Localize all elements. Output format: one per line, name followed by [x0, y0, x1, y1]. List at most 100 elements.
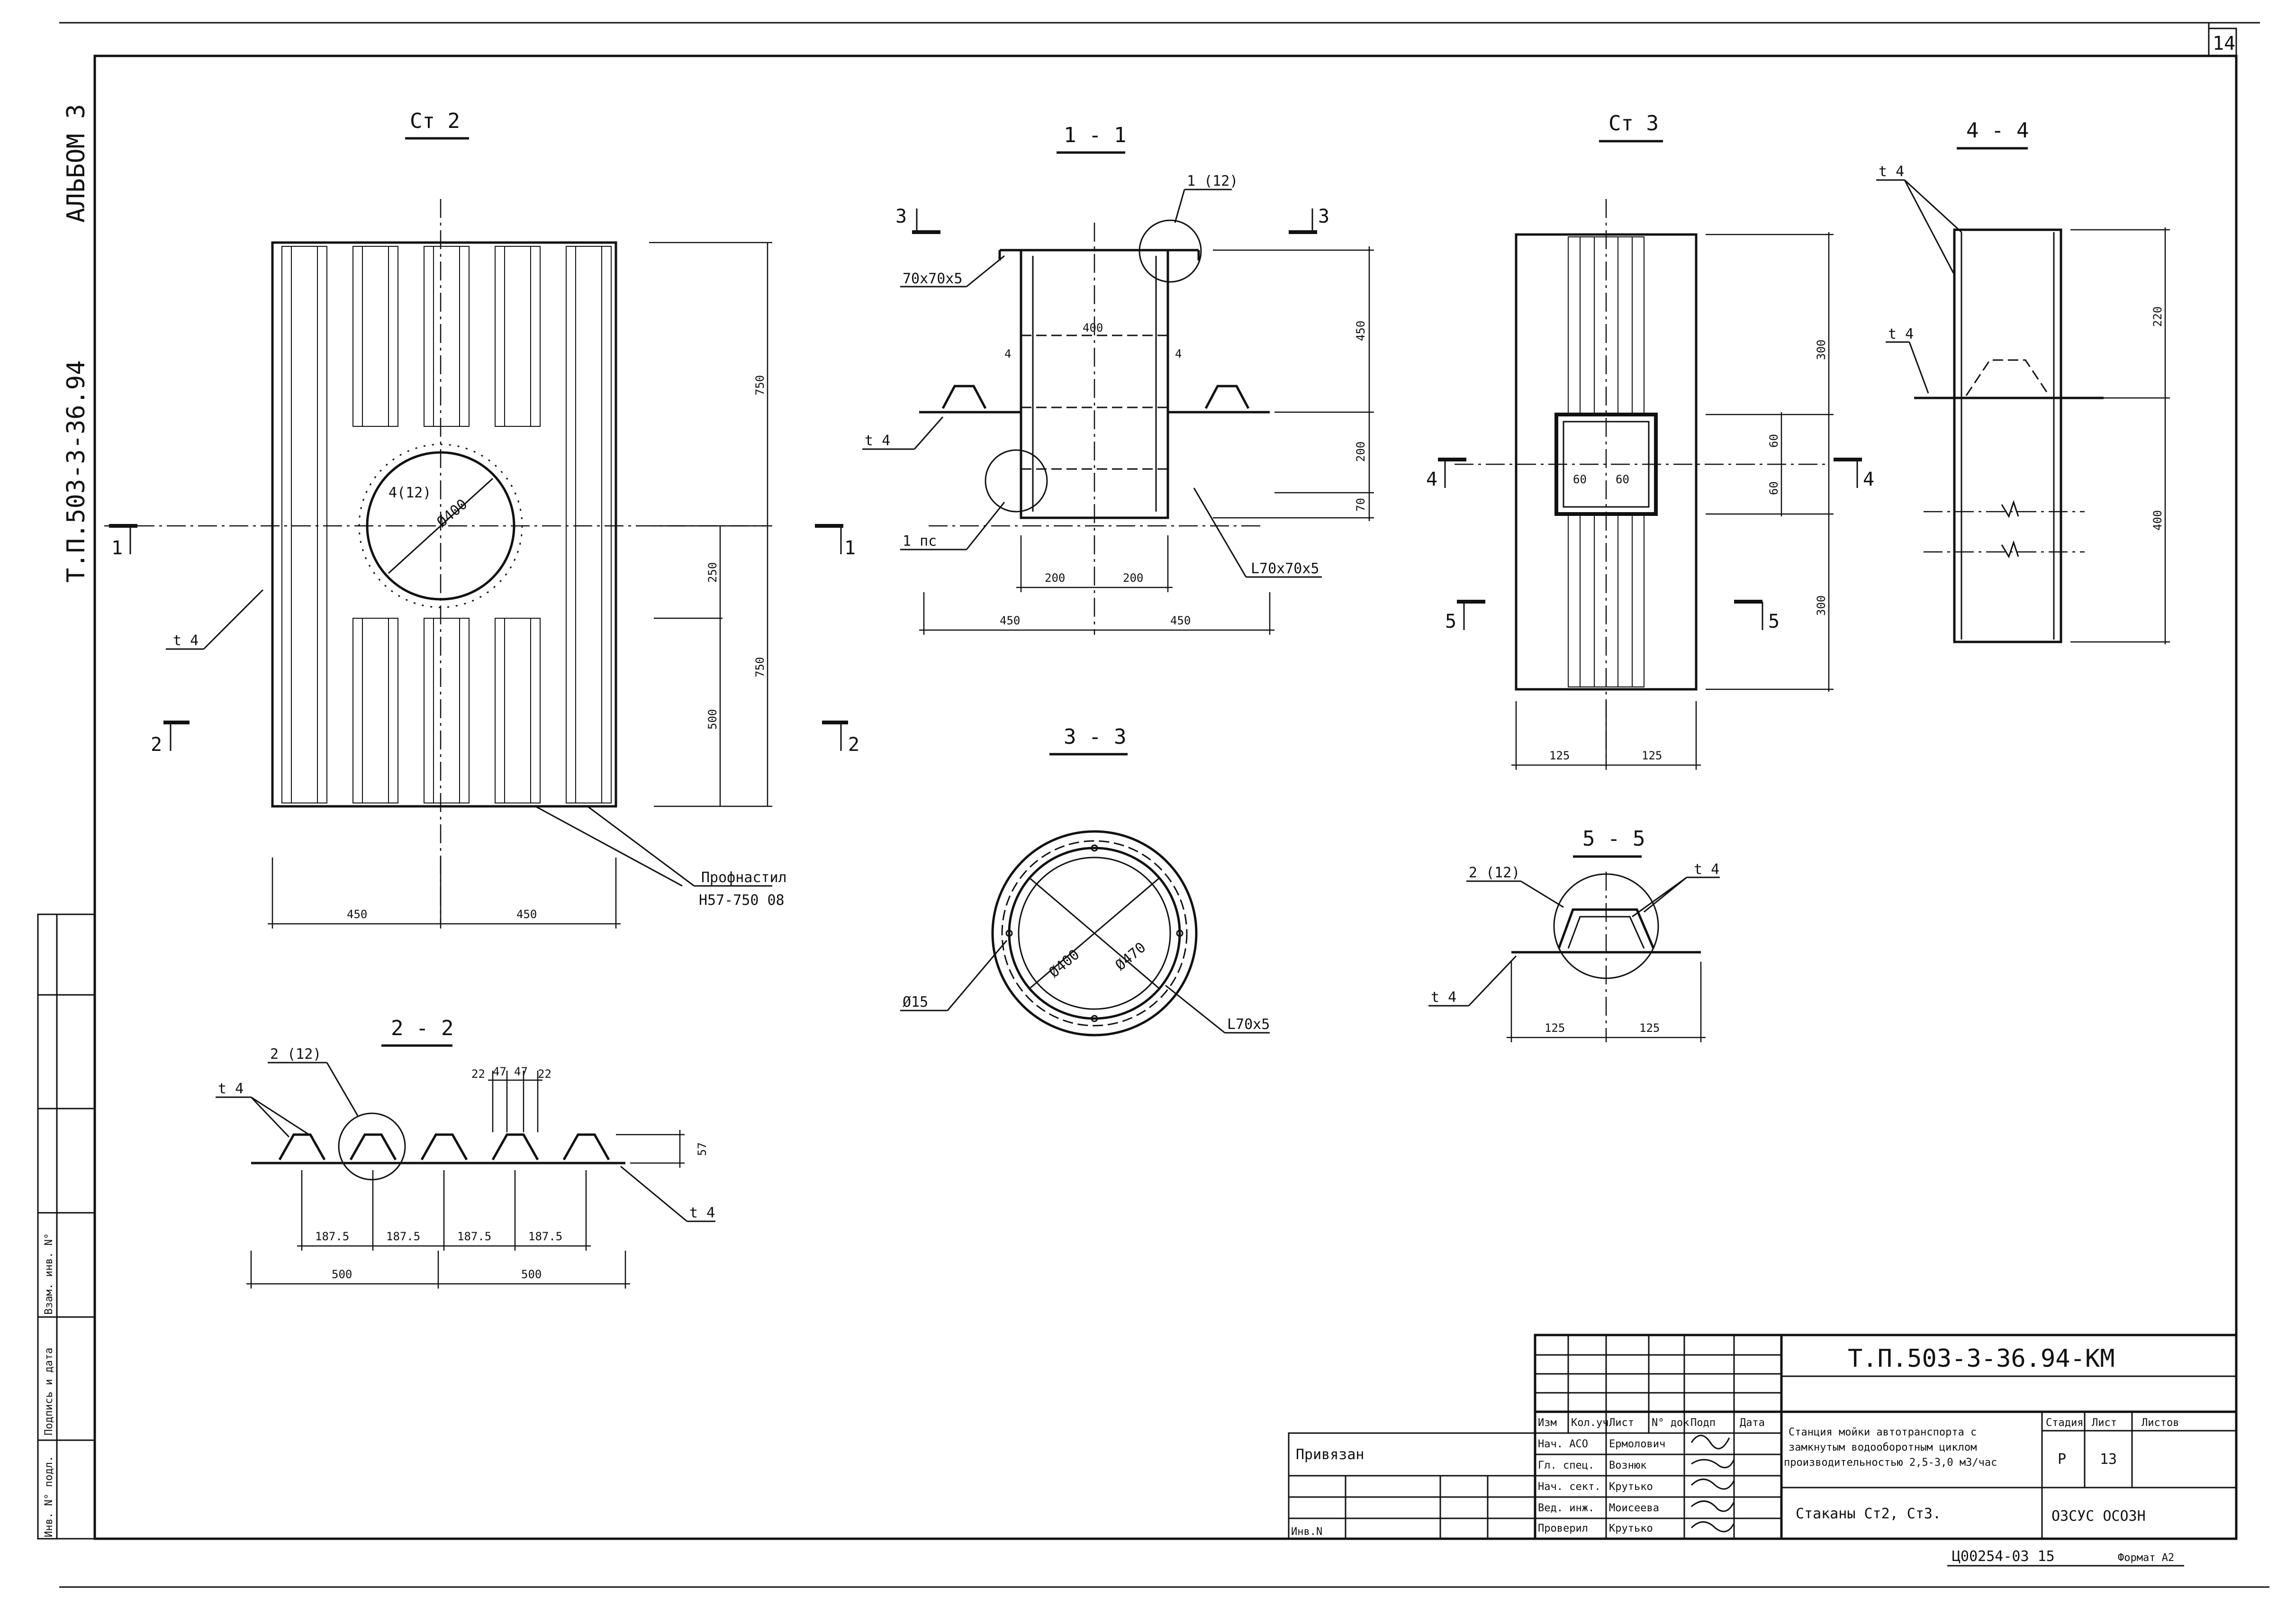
tb-col-list: Лист [1609, 1417, 1634, 1429]
st2-dim-750-bottom: 750 [753, 657, 767, 677]
tb-col-doc: N° док [1652, 1417, 1689, 1429]
view-section-2-2: 2 - 2 2 (12) t 4 t 4 47 47 22 22 57 187.… [216, 1016, 715, 1289]
st2-plate-label: t 4 [173, 632, 199, 649]
s44-title: 4 - 4 [1966, 118, 2029, 143]
s44-dim-400: 400 [2151, 510, 2164, 531]
tb-sheet-head: Лист [2092, 1417, 2117, 1429]
tb-sheets-head: Листов [2141, 1417, 2179, 1429]
tb-col-date: Дата [1740, 1417, 1765, 1429]
st3-mark-5-right: 5 [1768, 611, 1780, 632]
st2-hole-label: 4(12) [389, 485, 431, 501]
view-st3: Ст 3 60 60 300 300 60 60 125 125 4 4 5 5 [1426, 111, 1874, 770]
s22-dim-1875-c: 187.5 [457, 1230, 491, 1243]
st2-dim-450-right: 450 [516, 908, 537, 921]
s11-plate-label: t 4 [865, 433, 890, 449]
st3-dim-300-b: 300 [1815, 595, 1828, 616]
st2-mark-1-left: 1 [111, 537, 123, 559]
sheet-frame: 14 [59, 22, 2269, 1588]
side-box-replace: Взам. инв. N° [43, 1233, 55, 1315]
st2-dim-250: 250 [706, 562, 719, 583]
view-section-3-3: 3 - 3 Ø400 Ø470 Ø15 L70x5 [900, 725, 1270, 1037]
st2-mark-2-right: 2 [848, 734, 859, 756]
tb-role-1: Гл. спец. [1538, 1460, 1594, 1471]
s33-d400: Ø400 [1046, 946, 1083, 981]
tb-name-3: Моисеева [1609, 1502, 1659, 1514]
st2-dim-450-left: 450 [347, 908, 367, 921]
tb-name-2: Крутько [1609, 1481, 1653, 1493]
s44-t-top: t 4 [1879, 163, 1904, 180]
s11-thick-right: 4 [1175, 347, 1182, 361]
s11-node-bottom: 1 пс [903, 533, 937, 550]
side-box-sign: Подпись и дата [43, 1348, 55, 1435]
s22-dim-500-b: 500 [521, 1268, 542, 1281]
view-section-1-1: 1 - 1 1 (12) 70x70x5 t 4 1 пс L70x70x5 4… [862, 123, 1374, 635]
tb-role-0: Нач. АСО [1538, 1438, 1588, 1450]
tb-role-3: Вед. инж. [1538, 1502, 1594, 1514]
s11-mark-3-right: 3 [1318, 206, 1329, 227]
s55-dim-125-a: 125 [1545, 1021, 1565, 1035]
s33-title: 3 - 3 [1064, 725, 1126, 749]
s11-dim-400: 400 [1083, 321, 1103, 334]
s22-t-top: t 4 [218, 1081, 244, 1097]
tb-stage: Р [2058, 1451, 2066, 1468]
s22-dim-47-b: 47 [514, 1065, 528, 1078]
tb-name-4: Крутько [1609, 1523, 1653, 1534]
s22-dim-22-a: 22 [471, 1067, 485, 1081]
st2-dim-500: 500 [706, 709, 719, 730]
st3-dim-60-h-b: 60 [1767, 481, 1780, 495]
s44-t-mid: t 4 [1888, 326, 1914, 343]
st3-dim-300-a: 300 [1815, 340, 1828, 360]
sheet-number: 14 [2213, 33, 2235, 54]
s22-t-right: t 4 [689, 1205, 715, 1221]
st3-dim-125-b: 125 [1642, 749, 1662, 762]
tb-name-0: Ермолович [1609, 1438, 1665, 1450]
tb-sheet-title: Стаканы Ст2, Ст3. [1796, 1506, 1941, 1522]
album-code: Т.П.503-3-36.94 [62, 360, 90, 583]
s11-dim-200-v: 200 [1354, 442, 1367, 462]
s11-node-label: 1 (12) [1187, 173, 1238, 189]
s11-mark-3-left: 3 [895, 206, 907, 227]
s33-d470: Ø470 [1112, 939, 1149, 974]
s22-dim-1875-b: 187.5 [386, 1230, 420, 1243]
st3-mark-4-right: 4 [1863, 469, 1874, 490]
s11-dim-450-b: 450 [1170, 614, 1191, 627]
st2-title: Ст 2 [410, 109, 460, 133]
s22-dim-57: 57 [696, 1142, 709, 1156]
st2-ribs [281, 246, 612, 803]
side-box-inv: Инв. N° подл. [43, 1456, 55, 1537]
st2-mark-1-right: 1 [844, 537, 856, 559]
tb-col-kol: Кол.уч [1571, 1417, 1608, 1429]
st2-profile-bottom: Н57-750 08 [699, 892, 785, 909]
tb-inv: Инв.N [1291, 1526, 1322, 1538]
st3-mark-5-left: 5 [1445, 611, 1456, 632]
tb-stage-head: Стадия [2046, 1417, 2083, 1429]
s55-node-label: 2 (12) [1469, 865, 1520, 881]
st3-dim-60-w-b: 60 [1616, 473, 1629, 486]
s44-dim-220: 220 [2151, 307, 2164, 327]
s22-node-label: 2 (12) [270, 1046, 321, 1063]
s33-angle: L70x5 [1227, 1016, 1270, 1033]
st3-mark-4-left: 4 [1426, 469, 1437, 490]
st3-title: Ст 3 [1608, 111, 1659, 135]
st3-dim-60-h-a: 60 [1767, 434, 1780, 448]
s11-dim-450-v: 450 [1354, 321, 1367, 341]
s55-t-left: t 4 [1431, 989, 1456, 1006]
view-section-4-4: 4 - 4 t 4 t 4 220 400 [1876, 118, 2170, 644]
album-label: АЛЬБОМ 3 [62, 104, 90, 223]
tb-project-line-1: Станция мойки автотранспорта с [1789, 1426, 1977, 1438]
s22-dim-1875-d: 187.5 [528, 1230, 562, 1243]
s55-t-top: t 4 [1694, 861, 1719, 878]
s22-dim-22-b: 22 [538, 1067, 551, 1081]
tb-sheet: 13 [2100, 1451, 2117, 1468]
s11-dim-70-v: 70 [1354, 498, 1367, 512]
side-stamp: АЛЬБОМ 3 Т.П.503-3-36.94 Инв. N° подл. П… [37, 104, 96, 1540]
st3-dim-125-a: 125 [1549, 749, 1570, 762]
tb-org: ОЗСУС ОСОЗН [2051, 1508, 2146, 1525]
tb-role-2: Нач. сект. [1538, 1481, 1600, 1493]
s11-title: 1 - 1 [1064, 123, 1126, 147]
s11-dim-450-a: 450 [1000, 614, 1020, 627]
tb-name-1: Вознюк [1609, 1460, 1646, 1471]
s22-dim-1875-a: 187.5 [315, 1230, 349, 1243]
view-st2: Ст 2 4(12) Ø400 t 4 Профнастил Н57-750 0… [104, 109, 859, 929]
